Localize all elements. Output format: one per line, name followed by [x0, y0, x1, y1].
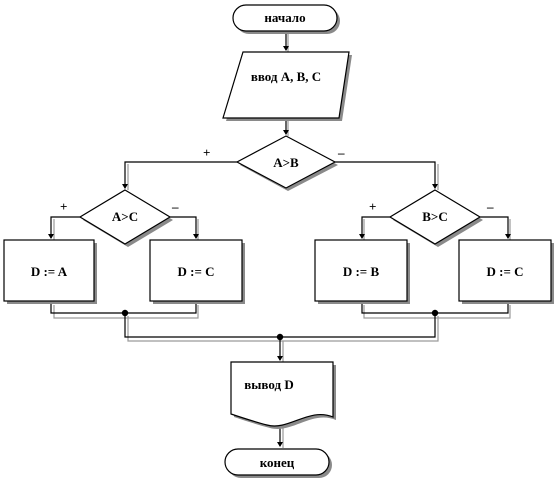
end-label: конец	[260, 455, 295, 470]
process-dc-right-label: D := C	[486, 264, 523, 279]
decision-left-label: A>C	[112, 209, 138, 224]
left-no-sign: –	[171, 199, 179, 214]
process-da-label: D := A	[31, 264, 68, 279]
main-yes-sign: +	[203, 145, 210, 160]
output-label: вывод D	[244, 377, 293, 392]
process-dc-right: D := C	[458, 239, 554, 304]
process-dc-left: D := C	[149, 239, 245, 304]
input-label: ввод A, B, C	[251, 69, 321, 84]
end-terminator: конец	[224, 448, 332, 478]
connector-shadows	[53, 34, 511, 448]
input-block: ввод A, B, C	[222, 51, 352, 121]
junction-dots	[121, 309, 439, 341]
right-no-sign: –	[486, 199, 494, 214]
process-db: D := B	[314, 239, 410, 304]
decision-right-label: B>C	[422, 209, 447, 224]
process-da: D := A	[3, 239, 97, 304]
start-label: начало	[264, 10, 305, 25]
decision-main: A>B	[235, 135, 338, 191]
decision-right: B>C	[388, 189, 483, 247]
decision-left: A>C	[78, 189, 173, 247]
process-dc-left-label: D := C	[177, 264, 214, 279]
process-db-label: D := B	[343, 264, 380, 279]
start-terminator: начало	[232, 4, 340, 34]
main-no-sign: –	[337, 145, 345, 160]
right-yes-sign: +	[369, 199, 376, 214]
left-yes-sign: +	[60, 199, 67, 214]
output-document: вывод D	[230, 361, 336, 429]
decision-main-label: A>B	[273, 155, 299, 170]
